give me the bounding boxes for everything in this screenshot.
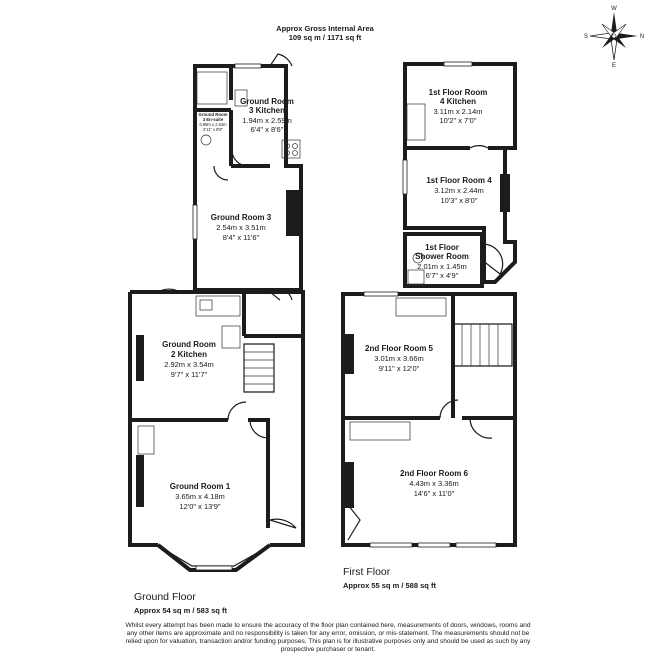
svg-text:1st Floor Room 4: 1st Floor Room 4 bbox=[426, 176, 492, 185]
disclaimer-line: Whilst every attempt has been made to en… bbox=[125, 622, 531, 629]
disclaimer: Whilst every attempt has been made to en… bbox=[118, 622, 538, 654]
svg-text:2.01m x 1.45m: 2.01m x 1.45m bbox=[417, 262, 467, 271]
svg-text:2nd Floor Room 6: 2nd Floor Room 6 bbox=[400, 469, 469, 478]
svg-text:Ground Room: Ground Room bbox=[162, 340, 216, 349]
first-floor-plan bbox=[341, 61, 517, 548]
svg-text:Ground Room: Ground Room bbox=[240, 97, 294, 106]
svg-text:3 En-suite: 3 En-suite bbox=[203, 117, 224, 122]
svg-text:6'7" x 4'9": 6'7" x 4'9" bbox=[426, 271, 459, 280]
room-label-1st-floor-room-4-kitchen: 1st Floor Room 4 Kitchen 3.11m x 2.14m 1… bbox=[429, 88, 488, 125]
disclaimer-line: relied upon for valuation, transaction a… bbox=[125, 638, 531, 645]
svg-text:9'11" x 12'0": 9'11" x 12'0" bbox=[379, 364, 420, 373]
svg-text:3 Kitchen: 3 Kitchen bbox=[249, 106, 285, 115]
disclaimer-line: any other items are approximate and no r… bbox=[126, 630, 530, 637]
compass-south: E bbox=[612, 63, 616, 69]
svg-text:2.92m x 3.54m: 2.92m x 3.54m bbox=[164, 360, 214, 369]
gross-area-value: 109 sq m / 1171 sq ft bbox=[288, 33, 362, 42]
ground-floor-area: Approx 54 sq m / 583 sq ft bbox=[134, 606, 227, 615]
svg-text:9'7" x 11'7": 9'7" x 11'7" bbox=[171, 370, 208, 379]
svg-text:1st Floor: 1st Floor bbox=[425, 243, 459, 252]
svg-text:10'2" x 7'0": 10'2" x 7'0" bbox=[440, 116, 477, 125]
room-label-ground-room-3-kitchen: Ground Room 3 Kitchen 1.94m x 2.59m 6'4"… bbox=[240, 97, 294, 134]
svg-text:Shower Room: Shower Room bbox=[415, 252, 469, 261]
compass-north: W bbox=[611, 6, 617, 12]
svg-text:1st Floor Room: 1st Floor Room bbox=[429, 88, 488, 97]
svg-text:1.94m x 2.59m: 1.94m x 2.59m bbox=[242, 116, 292, 125]
room-label-2nd-floor-room-6: 2nd Floor Room 6 4.43m x 3.36m 14'6" x 1… bbox=[400, 469, 469, 498]
svg-text:2'11" x 8'8": 2'11" x 8'8" bbox=[203, 127, 223, 132]
svg-text:14'6" x 11'0": 14'6" x 11'0" bbox=[414, 489, 455, 498]
room-label-ground-room-1: Ground Room 1 3.65m x 4.18m 12'0" x 13'9… bbox=[170, 482, 231, 511]
svg-text:4.43m x 3.36m: 4.43m x 3.36m bbox=[409, 479, 459, 488]
svg-text:Ground Room 1: Ground Room 1 bbox=[170, 482, 231, 491]
room-label-2nd-floor-room-5: 2nd Floor Room 5 3.01m x 3.66m 9'11" x 1… bbox=[365, 344, 434, 373]
compass-east: N bbox=[640, 34, 644, 40]
svg-text:3.01m x 3.66m: 3.01m x 3.66m bbox=[374, 354, 424, 363]
compass-icon: W E S N bbox=[584, 6, 644, 69]
svg-text:2nd Floor Room 5: 2nd Floor Room 5 bbox=[365, 344, 434, 353]
ground-floor-plan bbox=[128, 53, 305, 572]
svg-text:12'0" x 13'9": 12'0" x 13'9" bbox=[179, 502, 220, 511]
svg-text:Ground Room 3: Ground Room 3 bbox=[211, 213, 272, 222]
svg-text:10'3" x 8'0": 10'3" x 8'0" bbox=[441, 196, 478, 205]
room-label-ground-room-3: Ground Room 3 2.54m x 3.51m 8'4" x 11'6" bbox=[211, 213, 272, 242]
svg-text:0.89m x 2.63m: 0.89m x 2.63m bbox=[199, 122, 227, 127]
svg-text:3.12m x 2.44m: 3.12m x 2.44m bbox=[434, 186, 484, 195]
svg-text:8'4" x 11'6": 8'4" x 11'6" bbox=[223, 233, 260, 242]
svg-text:3.65m x 4.18m: 3.65m x 4.18m bbox=[175, 492, 225, 501]
svg-text:2.54m x 3.51m: 2.54m x 3.51m bbox=[216, 223, 266, 232]
first-floor-area: Approx 55 sq m / 588 sq ft bbox=[343, 581, 436, 590]
svg-text:6'4" x 8'6": 6'4" x 8'6" bbox=[251, 125, 284, 134]
svg-text:Ground Room: Ground Room bbox=[199, 112, 228, 117]
gross-area-title: Approx Gross Internal Area bbox=[276, 24, 374, 33]
svg-text:2 Kitchen: 2 Kitchen bbox=[171, 350, 207, 359]
disclaimer-line: prospective purchaser or tenant. bbox=[280, 646, 376, 653]
compass-west: S bbox=[584, 34, 588, 40]
svg-text:4 Kitchen: 4 Kitchen bbox=[440, 97, 476, 106]
svg-text:3.11m x 2.14m: 3.11m x 2.14m bbox=[433, 107, 482, 116]
room-label-1st-floor-shower-room: 1st Floor Shower Room 2.01m x 1.45m 6'7"… bbox=[415, 243, 469, 280]
room-label-ground-room-3-ensuite: Ground Room 3 En-suite 0.89m x 2.63m 2'1… bbox=[199, 112, 228, 132]
room-label-1st-floor-room-4: 1st Floor Room 4 3.12m x 2.44m 10'3" x 8… bbox=[426, 176, 492, 205]
first-floor-title: First Floor bbox=[343, 566, 391, 578]
room-label-ground-room-2-kitchen: Ground Room 2 Kitchen 2.92m x 3.54m 9'7"… bbox=[162, 340, 216, 379]
ground-floor-title: Ground Floor bbox=[134, 591, 196, 603]
